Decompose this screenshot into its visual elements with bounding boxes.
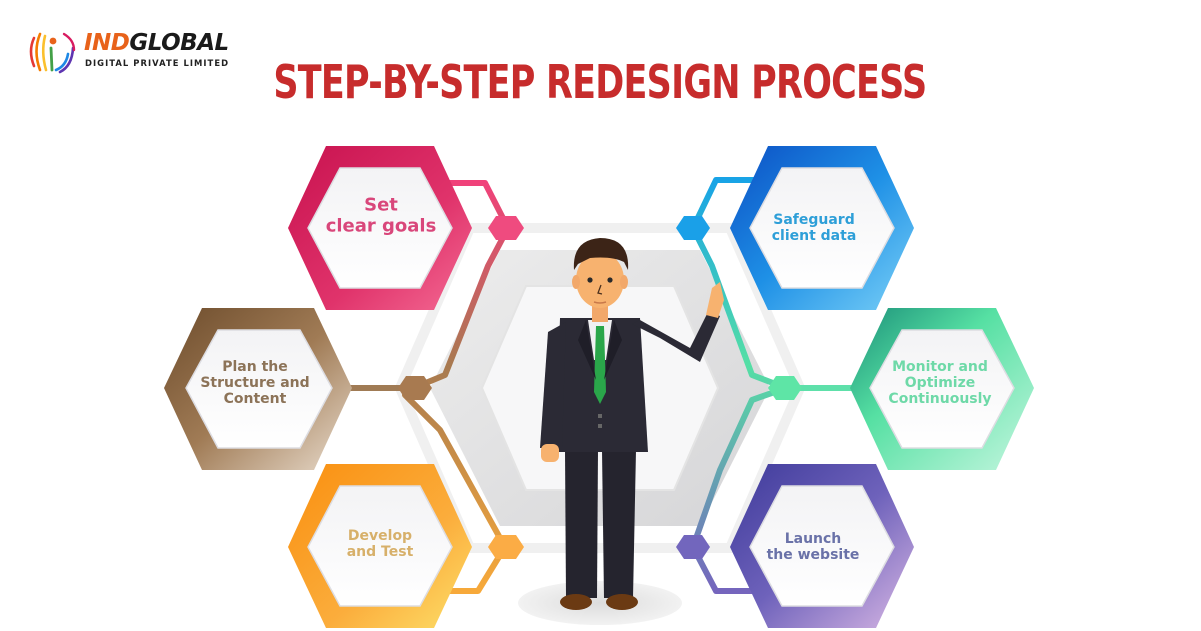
colorful-globe-person-icon xyxy=(29,32,76,74)
step-label-plan-structure: Plan the Structure and Content xyxy=(200,359,309,407)
businessman-waving-illustration xyxy=(518,238,724,625)
left-connectors xyxy=(350,180,524,594)
logo-brand-ind: IND xyxy=(84,30,130,56)
step-text-line: client data xyxy=(771,228,857,244)
hex-safeguard-data xyxy=(730,146,914,310)
step-text-line: and Test xyxy=(346,544,414,560)
right-bottom-node xyxy=(676,535,710,559)
step-label-safeguard-data: Safeguard client data xyxy=(772,212,857,244)
step-text-line: Plan the xyxy=(222,358,288,375)
hex-monitor-optimize xyxy=(850,308,1034,470)
right-connectors xyxy=(676,177,852,594)
step-text-line: Optimize xyxy=(904,374,976,391)
hex-set-goals xyxy=(288,146,472,310)
step-label-set-goals: Set clear goals xyxy=(326,195,437,236)
left-top-node xyxy=(488,216,524,240)
step-text-line: Launch xyxy=(784,530,842,547)
step-text-line: the website xyxy=(766,547,860,563)
step-label-monitor-optimize: Monitor and Optimize Continuously xyxy=(888,359,991,407)
step-label-develop-test: Develop and Test xyxy=(347,528,414,560)
step-text-line: Content xyxy=(223,391,287,408)
step-text-line: Set xyxy=(364,194,398,216)
step-text-line: clear goals xyxy=(325,215,437,236)
step-label-launch-website: Launch the website xyxy=(767,531,860,563)
right-top-node xyxy=(676,216,710,240)
logo-brand-name: INDGLOBAL xyxy=(84,30,229,56)
left-middle-node xyxy=(398,376,432,400)
step-text-line: Develop xyxy=(347,527,413,544)
right-middle-node xyxy=(768,376,802,400)
logo-subtitle: DIGITAL PRIVATE LIMITED xyxy=(85,58,230,68)
step-text-line: Monitor and xyxy=(892,358,988,375)
page-title: STEP-BY-STEP REDESIGN PROCESS xyxy=(273,55,927,109)
step-text-line: Safeguard xyxy=(773,211,855,228)
hex-launch-website xyxy=(730,464,914,628)
hex-plan-structure xyxy=(164,308,352,470)
step-text-line: Continuously xyxy=(888,391,992,408)
step-text-line: Structure and xyxy=(200,374,310,391)
company-logo: INDGLOBAL DIGITAL PRIVATE LIMITED xyxy=(26,26,246,76)
hex-develop-test xyxy=(288,464,472,628)
logo-brand-global: GLOBAL xyxy=(129,30,229,56)
left-bottom-node xyxy=(488,535,524,559)
